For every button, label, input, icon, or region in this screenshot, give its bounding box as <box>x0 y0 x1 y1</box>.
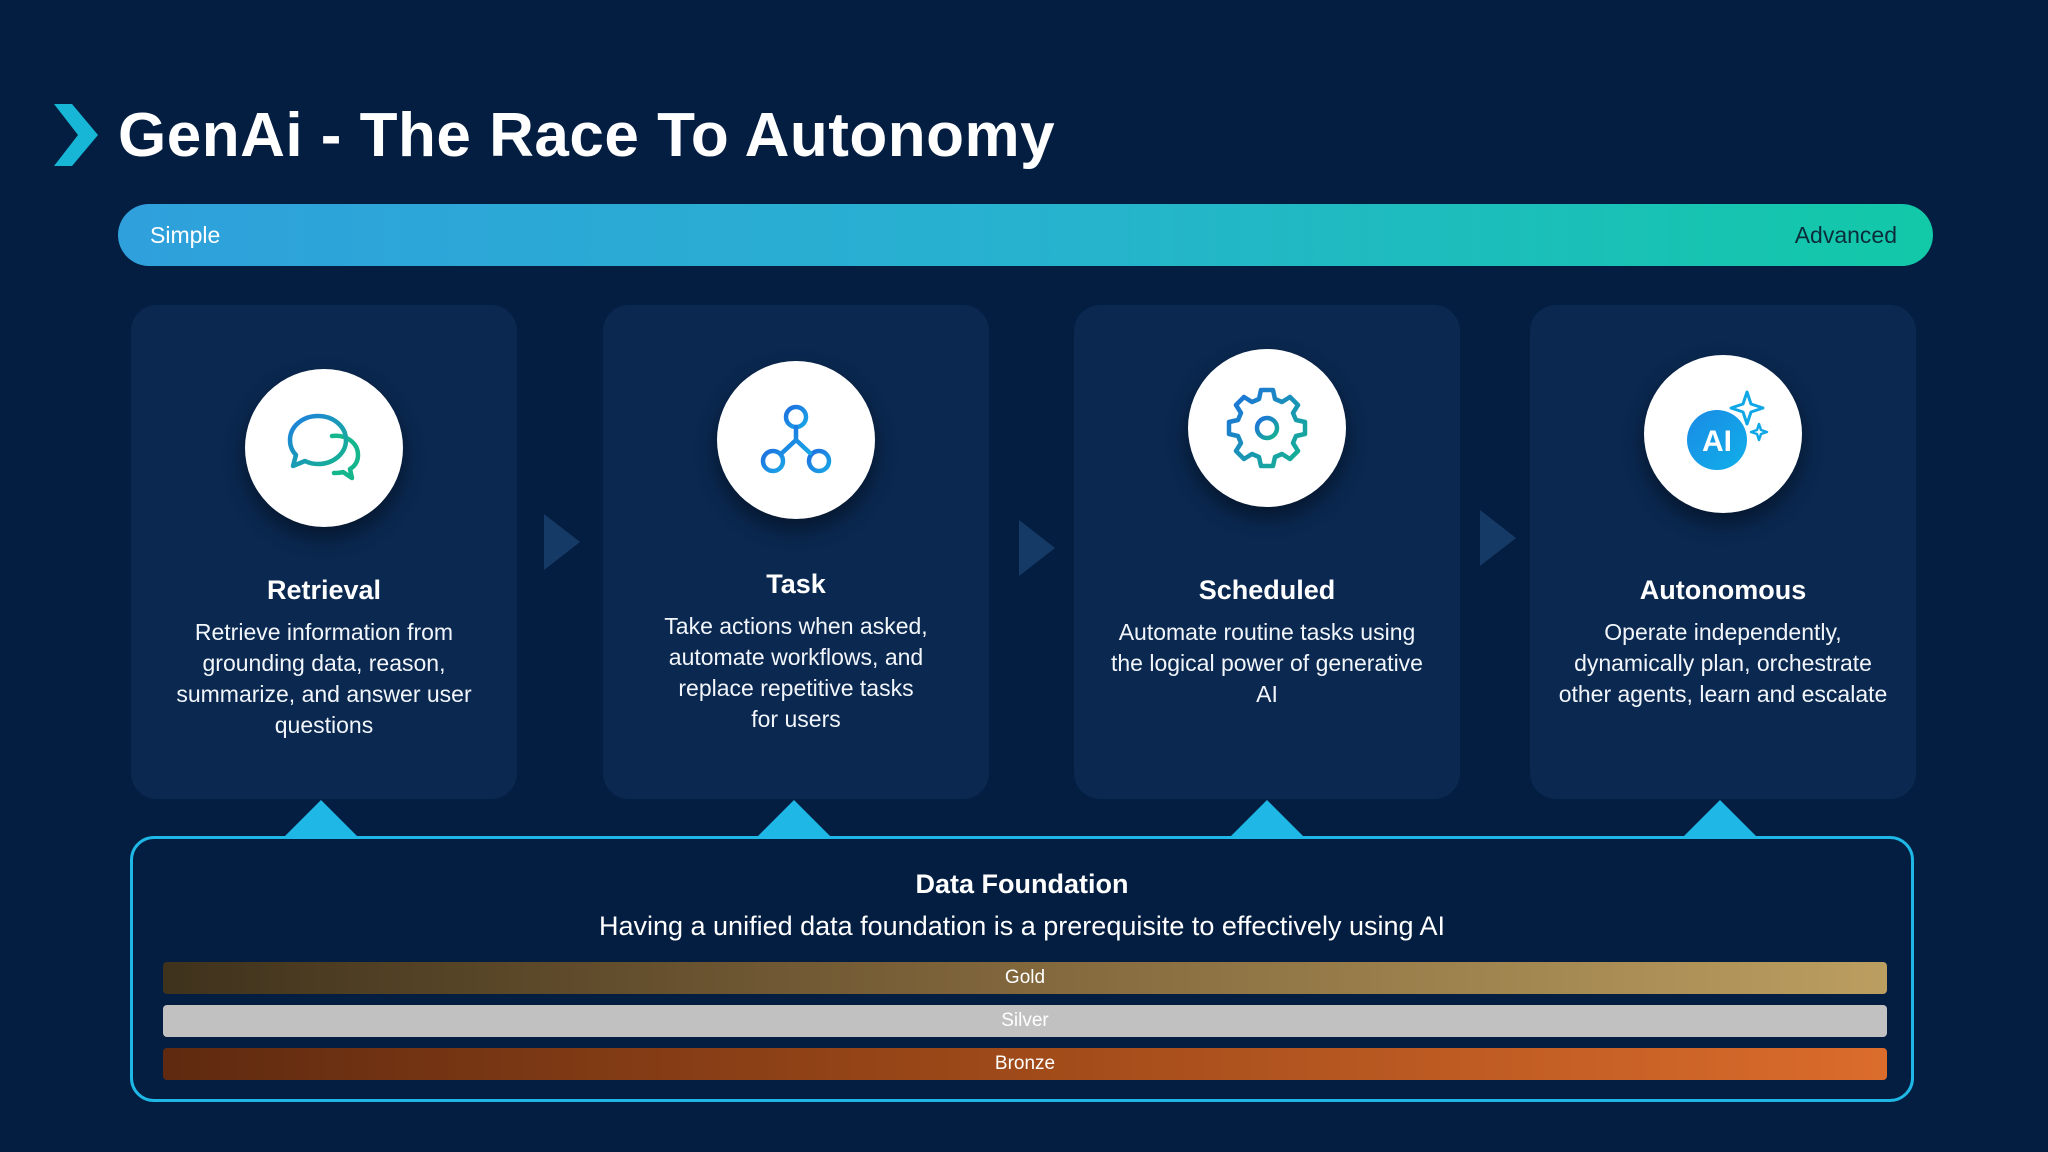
scale-label-simple: Simple <box>150 222 221 248</box>
stage-title: Retrieval <box>266 575 382 605</box>
chat-bubbles-icon <box>287 413 361 481</box>
task-icon-circle <box>717 361 875 519</box>
stage-description: Automate routine tasks using the logical… <box>1111 619 1423 707</box>
tier-silver: Silver <box>163 1005 1887 1037</box>
stage-card-retrieval: Retrieval Retrieve information from grou… <box>131 305 517 799</box>
stage-title: Autonomous <box>1639 575 1807 605</box>
gear-icon <box>1226 387 1308 469</box>
stage-description: Operate independently, dynamically plan,… <box>1558 619 1888 707</box>
autonomous-icon-circle: AI <box>1644 355 1802 513</box>
tier-gold: Gold <box>163 962 1887 994</box>
foundation-subtitle: Having a unified data foundation is a pr… <box>598 911 1446 941</box>
retrieval-icon-circle <box>245 369 403 527</box>
svg-text:AI: AI <box>1702 425 1732 458</box>
workflow-nodes-icon <box>760 404 832 474</box>
stage-title: Scheduled <box>1198 575 1336 605</box>
connector-up-triangle <box>283 800 359 838</box>
chevron-right-icon <box>54 104 98 166</box>
connector-up-triangle <box>756 800 832 838</box>
tier-bronze: Bronze <box>163 1048 1887 1080</box>
arrow-right-icon <box>1019 520 1055 576</box>
stage-title: Task <box>766 569 826 599</box>
stage-card-task: Task Take actions when asked, automate w… <box>603 305 989 799</box>
stage-card-autonomous: AI Autonomous Operate independently, dyn… <box>1530 305 1916 799</box>
connector-up-triangle <box>1229 800 1305 838</box>
page-title: GenAi - The Race To Autonomy <box>118 101 1056 170</box>
simple-to-advanced-scale: Simple Advanced <box>118 204 1933 266</box>
scheduled-icon-circle <box>1188 349 1346 507</box>
ai-sparkle-icon: AI <box>1687 390 1769 470</box>
arrow-right-icon <box>544 514 580 570</box>
scale-label-advanced: Advanced <box>1794 222 1897 248</box>
stage-description: Retrieve information from grounding data… <box>176 619 472 738</box>
foundation-title: Data Foundation <box>915 869 1129 899</box>
stage-description: Take actions when asked, automate workfl… <box>664 613 928 732</box>
data-foundation-panel: Data Foundation Having a unified data fo… <box>130 836 1914 1102</box>
connector-up-triangle <box>1682 800 1758 838</box>
stage-card-scheduled: Scheduled Automate routine tasks using t… <box>1074 305 1460 799</box>
arrow-right-icon <box>1480 510 1516 566</box>
